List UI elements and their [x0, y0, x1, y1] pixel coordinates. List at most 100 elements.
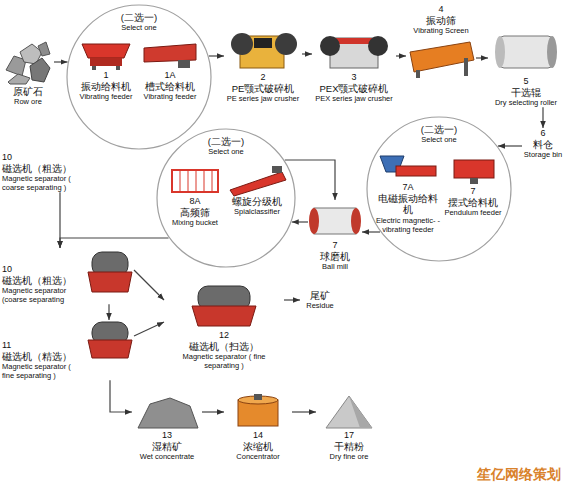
callout-number: 7 — [308, 240, 362, 251]
text-group: (二选一)Select one — [366, 116, 512, 144]
callout-number: 13 — [132, 430, 202, 441]
picture-space — [132, 392, 202, 430]
flow-arrow — [110, 380, 132, 412]
ore-pile-shade — [349, 396, 372, 428]
flow-arrow — [209, 55, 224, 56]
callout-number: 7A — [374, 182, 442, 193]
picture-space — [164, 282, 284, 330]
text-group: 螺旋分级机Spialclassifier — [228, 196, 286, 216]
screen-leg — [416, 70, 420, 78]
trough-feeder — [144, 44, 196, 68]
flow-arrow — [476, 57, 488, 58]
magnetic-separator — [192, 286, 256, 326]
callout-number: 7 — [444, 186, 502, 197]
roller-body — [500, 36, 552, 68]
watermark: 笙亿网络策划 — [477, 466, 561, 483]
text-group: 10磁选机（粗选）Magnetic separator (coarse sepa… — [2, 264, 82, 304]
equipment-label: PEX颚式破碎机 — [312, 83, 396, 94]
equipment-label: Magnetic separator ( coarse separating ) — [2, 174, 88, 192]
picture-space — [312, 28, 396, 72]
equipment-node: 1振动给料机Vibrating feeder — [76, 40, 136, 101]
flow-arrow — [54, 61, 68, 62]
equipment-label: 磁选机（扫选） — [164, 341, 284, 352]
equipment-node: 7摆式给料机Pendulum feeder — [444, 156, 502, 217]
equipment-label: Dry selecting roller — [488, 98, 564, 107]
flow-arrow — [202, 411, 224, 412]
feeder-hopper — [82, 44, 130, 58]
equipment-node: 4振动筛Vibrating Screen — [406, 4, 476, 77]
equipment-node: 10磁选机（粗选）Magnetic separator (coarse sepa… — [2, 248, 134, 304]
flow-arrow — [396, 55, 406, 56]
text-group: 尾矿Residue — [300, 290, 340, 310]
text-group: 原矿石Row ore — [2, 86, 54, 106]
equipment-label: 振动筛 — [406, 15, 476, 26]
vibrating-screen — [410, 42, 474, 78]
picture-space — [76, 40, 136, 70]
callout-number: 8A — [166, 196, 224, 207]
choice-ring — [157, 129, 295, 267]
callout-number: 1 — [76, 70, 136, 81]
equipment-node: 13湿精矿Wet concentrate — [132, 392, 202, 461]
pex-crusher — [320, 36, 388, 68]
equipment-label: Row ore — [2, 97, 54, 106]
callout-number: 2 — [224, 72, 302, 83]
flow-arrow — [60, 238, 169, 248]
equipment-node: 8A高频筛Mixing bucket — [166, 166, 224, 227]
equipment-node: 6料仓Storage bin — [522, 128, 564, 159]
crusher-flywheel — [368, 36, 388, 56]
text-group: (二选一)Select one — [156, 128, 296, 156]
equipment-node: 11磁选机（精选）Magnetic separator ( fine separ… — [2, 320, 134, 380]
magnetic-separator — [88, 252, 132, 292]
equipment-label: 干选辊 — [488, 87, 564, 98]
flow-arrow — [302, 53, 312, 54]
roller-end — [495, 36, 505, 68]
callout-number: 3 — [312, 72, 396, 83]
equipment-label: 磁选机（粗选） — [2, 163, 88, 174]
equipment-label: Magnetic separator ( fine separating ) — [2, 362, 82, 380]
picture-space — [444, 156, 502, 186]
equipment-label: (二选一) — [366, 124, 512, 135]
equipment-label: Pendulum feeder — [444, 208, 502, 217]
callout-number: 10 — [2, 264, 82, 275]
equipment-node: 螺旋分级机Spialclassifier — [228, 166, 286, 216]
picture-space — [308, 200, 362, 240]
equipment-label: Vibrating Screen — [406, 26, 476, 35]
pe-crusher — [231, 33, 297, 68]
flow-arrow — [292, 411, 316, 412]
equipment-node: 2PE颚式破碎机PE series jaw crusher — [224, 28, 302, 103]
equipment-label: Wet concentrate — [132, 452, 202, 461]
text-group: 6料仓Storage bin — [522, 128, 564, 159]
feeder-leg — [92, 66, 96, 70]
flow-arrow — [542, 107, 543, 128]
equipment-node: 1A槽式给料机Vibrating feeder — [140, 40, 200, 101]
ore-rocks — [6, 42, 50, 84]
callout-number: 1A — [140, 70, 200, 81]
choice-ring — [67, 5, 211, 149]
ball-mill — [309, 208, 361, 234]
equipment-label: Residue — [300, 301, 340, 310]
classifier-trough — [230, 172, 286, 196]
tank-drive — [254, 394, 262, 400]
equipment-label: 高频筛 — [166, 207, 224, 218]
flow-arrow — [362, 231, 380, 232]
choice-ring — [367, 117, 511, 261]
callout-number: 10 — [2, 152, 88, 163]
mill-end — [351, 208, 361, 234]
picture-space — [374, 152, 442, 182]
equipment-node: 17干精粉Dry fine ore — [316, 392, 382, 461]
text-group: 7A电磁振动给料机Electric magnetic- -vibrating f… — [374, 182, 442, 234]
vibrating-feeder — [82, 44, 130, 70]
equipment-label: Dry fine ore — [316, 452, 382, 461]
roller-end — [547, 36, 557, 68]
equipment-label: PEX series jaw crusher — [312, 94, 396, 103]
equipment-label: 尾矿 — [300, 290, 340, 301]
crusher-flywheel — [320, 36, 340, 56]
equipment-label: 湿精矿 — [132, 441, 202, 452]
screen-grid — [180, 170, 212, 192]
choice-circle: (二选一)Select one 7A电磁振动给料机Electric magneti… — [366, 116, 512, 262]
text-group: 12磁选机（扫选）Magnetic separator ( fine separ… — [164, 330, 284, 370]
text-group: 17干精粉Dry fine ore — [316, 430, 382, 461]
callout-number: 5 — [488, 76, 564, 87]
equipment-label: Magnetic separator ( fine separating ) — [164, 352, 284, 370]
